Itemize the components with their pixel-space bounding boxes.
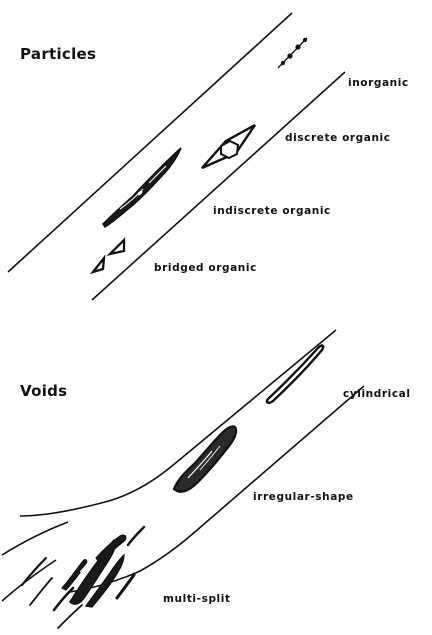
voids-channel-lower-wall [70, 386, 364, 592]
inorganic-particle [278, 38, 307, 68]
voids-channel-outer-left-arc-2 [2, 560, 56, 601]
indiscrete-organic-particle [103, 148, 181, 227]
voids-channel-outer-left-arc [2, 522, 68, 555]
cylindrical-void [267, 346, 323, 403]
bridged-organic-label: bridged organic [154, 262, 257, 274]
voids-title: Voids [20, 382, 67, 400]
irregular-shape-void [174, 426, 236, 491]
indiscrete-organic-label: indiscrete organic [213, 205, 331, 217]
discrete-organic-label: discrete organic [285, 132, 391, 144]
irregular-shape-label: irregular-shape [253, 491, 354, 503]
inorganic-label: inorganic [348, 77, 409, 89]
bridged-organic-particles [93, 240, 124, 272]
cylindrical-label: cylindrical [343, 388, 411, 400]
voids-channel [2, 330, 364, 601]
multi-split-label: multi-split [163, 593, 231, 605]
discrete-organic-particle [202, 125, 255, 168]
particles-title: Particles [20, 45, 96, 63]
